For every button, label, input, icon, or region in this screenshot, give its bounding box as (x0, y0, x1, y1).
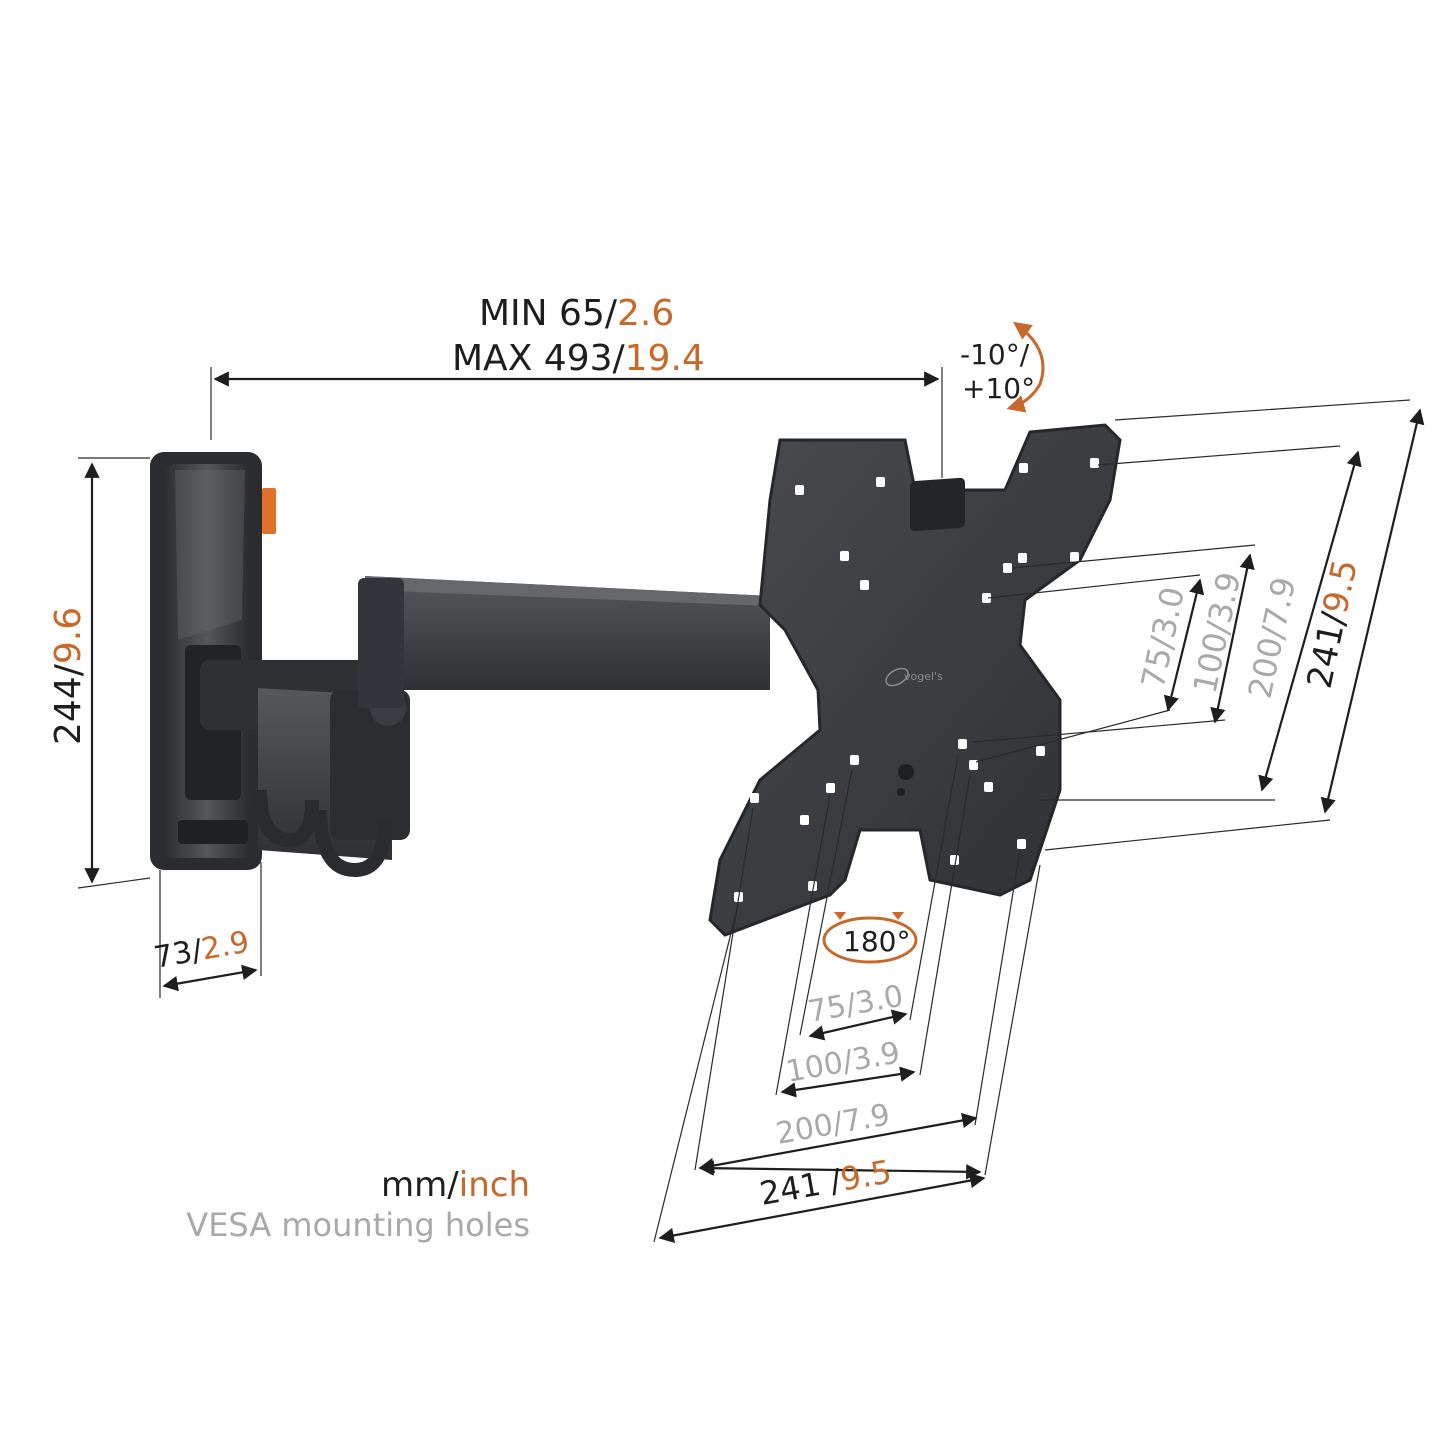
tv-plate: vogel's (708, 423, 1122, 937)
vesa-h-75-label: 75/3.0 (805, 979, 906, 1030)
orange-clip (262, 488, 276, 534)
vesa-hole-grid (734, 458, 1099, 902)
arm-link-outer (358, 576, 770, 708)
wall-mount-product: vogel's (150, 423, 1122, 937)
brand-logo: vogel's (885, 667, 943, 687)
depth-max-label: MAX 493/19.4 (452, 338, 705, 379)
tilt-arrow (1006, 321, 1045, 413)
vesa-v-200-label: 200/7.9 (1241, 574, 1304, 702)
rotation-arrow (822, 916, 918, 964)
wall-height-dimension: 244/9.6 (48, 457, 151, 889)
wall-width-label: 73/2.9 (151, 925, 252, 976)
legend-units: mm/inch (381, 1165, 530, 1205)
svg-text:vogel's: vogel's (904, 670, 943, 683)
depth-dimension: MIN 65/2.6 MAX 493/19.4 (210, 293, 943, 478)
arm-link-inner (200, 660, 410, 878)
tilt-indicator: -10°/ +10° (960, 321, 1045, 413)
depth-min-label: MIN 65/2.6 (479, 293, 674, 334)
vesa-v-100-label: 100/3.9 (1186, 569, 1249, 697)
rotation-label: 180° (843, 925, 910, 958)
wall-height-label: 244/9.6 (48, 607, 89, 745)
vesa-v-75-label: 75/3.0 (1134, 584, 1192, 692)
legend-vesa-note: VESA mounting holes (186, 1206, 530, 1244)
vesa-h-241-label: 241 /9.5 (757, 1152, 895, 1213)
wall-width-dimension: 73/2.9 (151, 862, 262, 998)
rotation-indicator: 180° (822, 912, 918, 964)
legend: mm/inch VESA mounting holes (186, 1165, 530, 1244)
tilt-label-negative: -10°/ (960, 338, 1030, 371)
